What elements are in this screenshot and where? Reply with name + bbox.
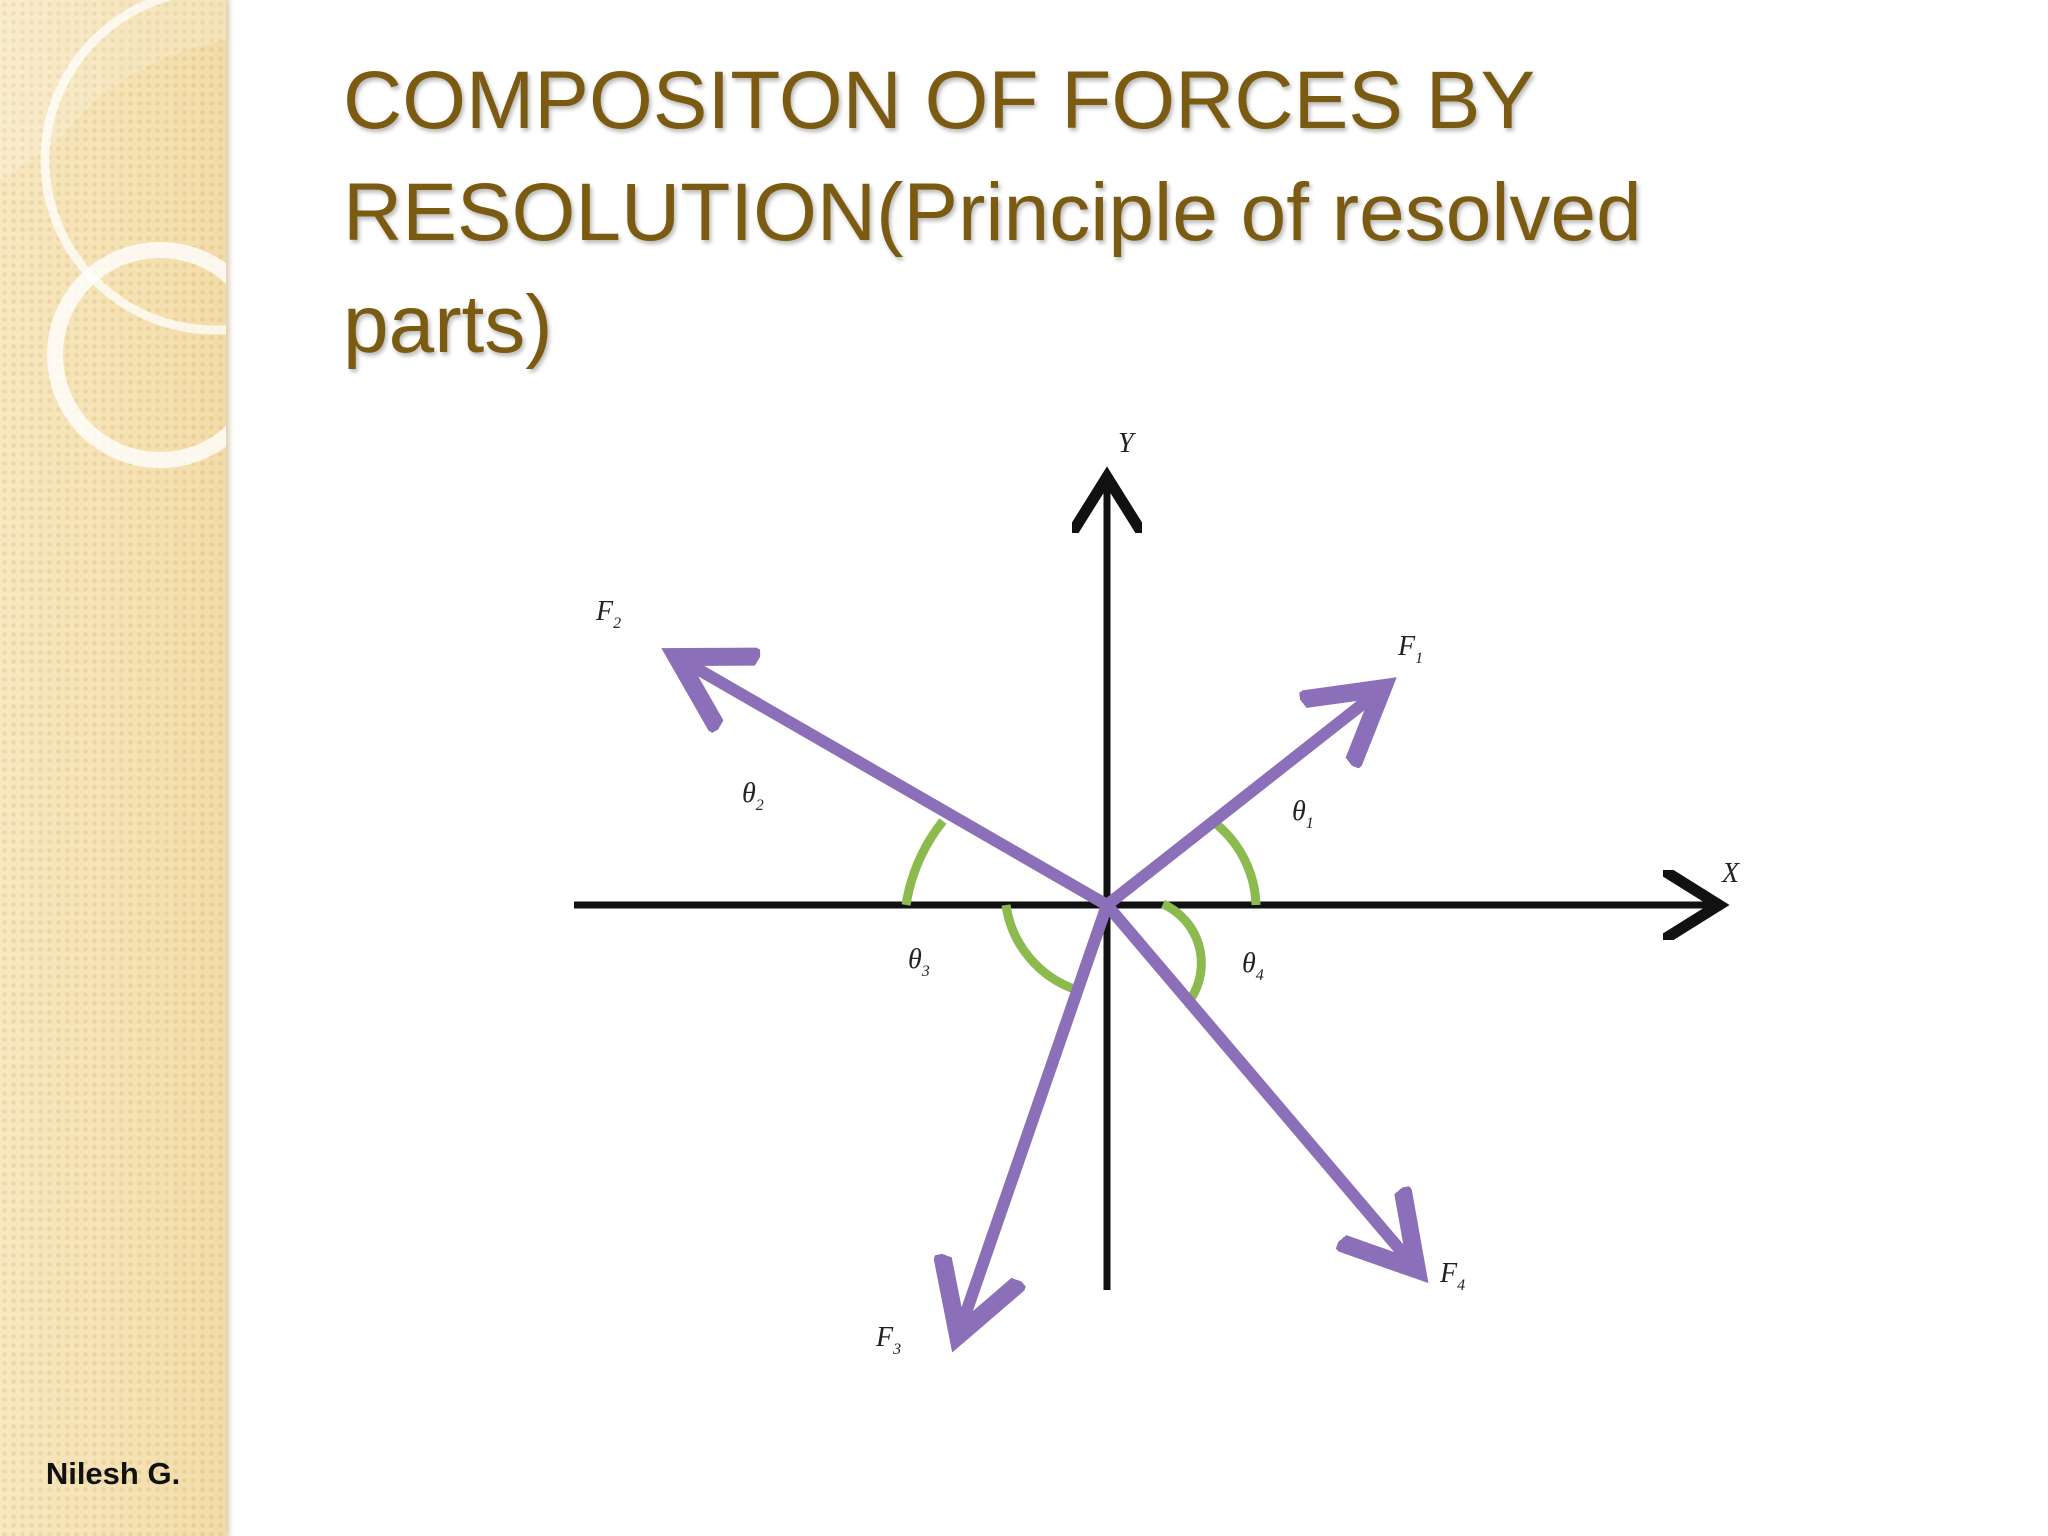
y-axis-label: Y [1118, 428, 1137, 459]
angle-arc-theta3 [1001, 904, 1079, 995]
angle-label-theta3: θ3 [908, 944, 930, 980]
force-vector-f1 [1103, 692, 1378, 910]
author-name: Nilesh G. [45, 1456, 181, 1491]
x-axis-label: X [1721, 858, 1740, 889]
slide-title: COMPOSITON OF FORCES BY RESOLUTION(Princ… [343, 55, 1642, 370]
force-vector-f2 [682, 660, 1110, 911]
small-ring [47, 242, 226, 468]
force-label-f3: F3 [875, 1322, 901, 1358]
sidebar-panel: Nilesh G. [0, 0, 226, 1536]
angle-label-theta2: θ2 [742, 778, 764, 814]
angle-arc-theta4 [1161, 899, 1206, 1003]
force-label-f4: F4 [1439, 1258, 1465, 1294]
large-ring [40, 0, 226, 335]
force-label-f2: F2 [595, 596, 621, 632]
angle-label-theta4: θ4 [1242, 948, 1264, 984]
light-sheen [0, 0, 226, 180]
sidebar-edge-shadow [226, 0, 232, 1536]
angle-arc-theta1 [1208, 816, 1261, 906]
force-vector-f3 [960, 903, 1113, 1330]
force-label-f1: F1 [1397, 631, 1423, 667]
decorative-rings [0, 0, 226, 468]
angle-label-theta1: θ1 [1292, 796, 1314, 832]
force-vector-f4 [1102, 901, 1413, 1265]
angle-arc-theta2 [901, 818, 947, 906]
